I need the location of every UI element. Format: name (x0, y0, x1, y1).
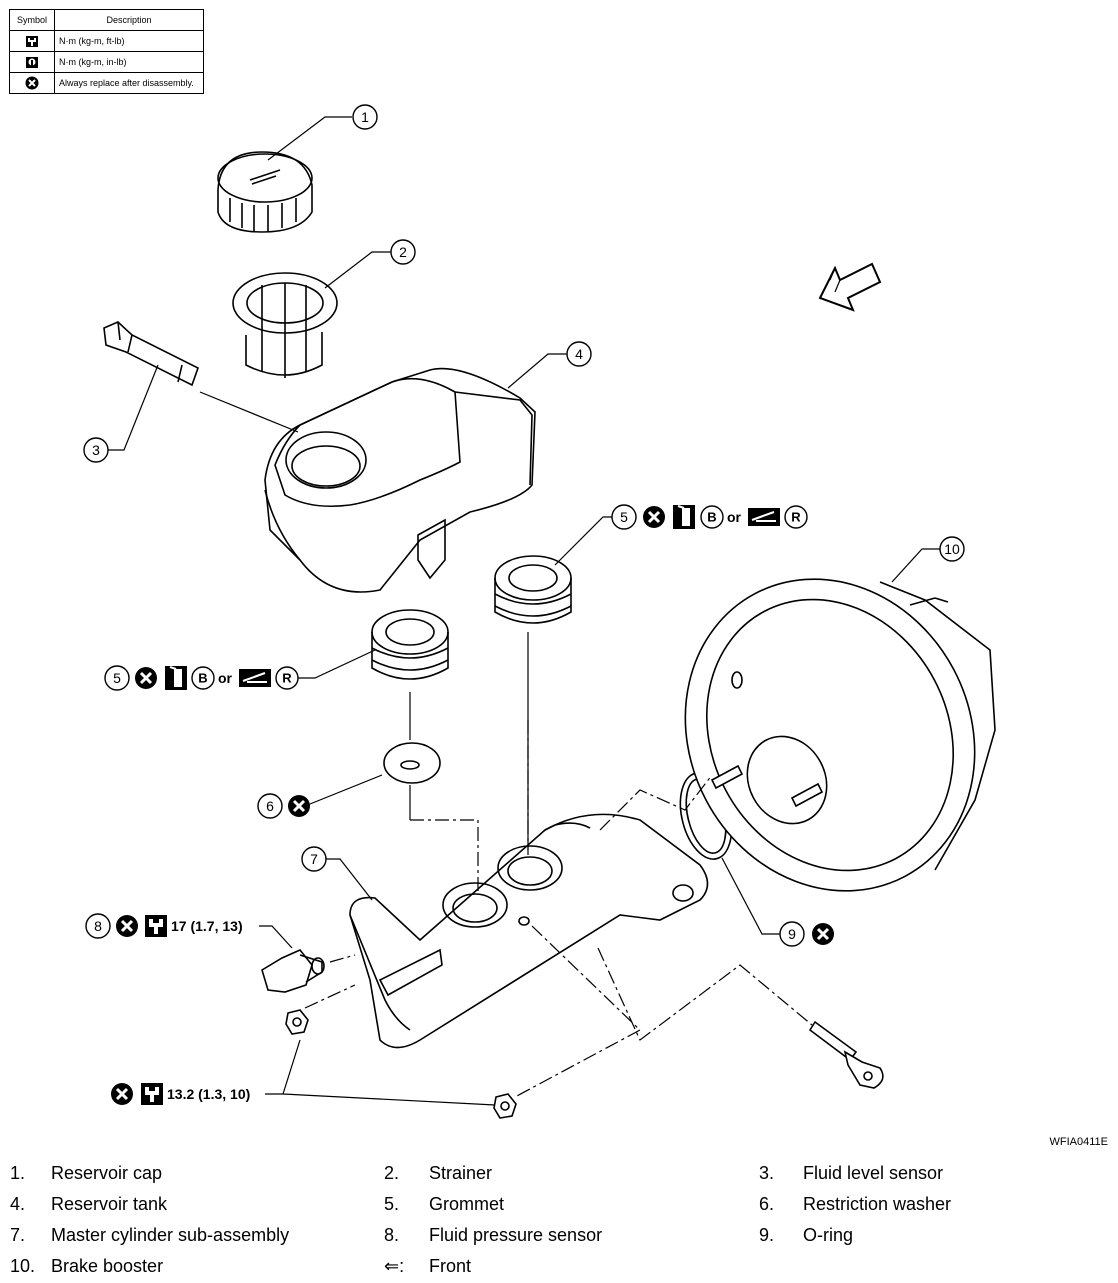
part-name: Strainer (429, 1163, 493, 1183)
part-name: Master cylinder sub-assembly (51, 1225, 290, 1245)
or-label: or (218, 670, 233, 686)
fluid-level-sensor (103, 321, 199, 387)
svg-text:2: 2 (399, 244, 407, 260)
replace-x-icon (25, 76, 39, 90)
replace-x-icon (109, 1081, 135, 1107)
part-name: O-ring (803, 1225, 854, 1245)
svg-text:9: 9 (788, 926, 796, 942)
svg-text:4: 4 (575, 346, 583, 362)
rubber-grease-icon (747, 507, 781, 527)
front-arrow-label: ⇐: (384, 1256, 405, 1276)
washer-symbols (286, 793, 312, 819)
grease-icon (164, 665, 188, 691)
grease-type-r-label: R (791, 510, 801, 525)
callout-3: 3 (83, 437, 109, 463)
replace-x-icon (810, 921, 836, 947)
sensor-symbols: 17 (1.7, 13) (114, 913, 243, 939)
callout-5-left: 5 (104, 665, 130, 691)
stud-bolt (808, 1020, 884, 1089)
part-number: 5. (384, 1194, 400, 1214)
callout-9: 9 (779, 921, 805, 947)
master-cylinder (349, 813, 709, 1049)
part-name: Reservoir tank (51, 1194, 168, 1214)
part-name: Fluid level sensor (803, 1163, 944, 1183)
part-number: 7. (10, 1225, 26, 1245)
mounting-nut-left (285, 1009, 309, 1035)
svg-text:1: 1 (361, 109, 369, 125)
callout-2: 2 (390, 239, 416, 265)
grease-type-b-label: B (707, 510, 716, 525)
nut-symbols: 13.2 (1.3, 10) (109, 1081, 250, 1107)
part-number: 6. (759, 1194, 775, 1214)
torque-wrench-icon (145, 915, 167, 937)
or-label: or (727, 509, 742, 525)
part-number: 3. (759, 1163, 775, 1183)
legend-header-row: Symbol Description (9, 9, 204, 31)
exploded-diagram: 1 2 3 4 5 5 6 7 8 9 10 (83, 104, 996, 1119)
grease-type-r-label: R (282, 671, 292, 686)
figure-id: WFIA0411E (1049, 1136, 1109, 1148)
sensor-torque-spec: 17 (1.7, 13) (171, 918, 243, 934)
callout-5-right: 5 (611, 504, 637, 530)
front-arrow-icon (818, 262, 882, 312)
strainer (232, 272, 338, 378)
legend-row: Always replace after disassembly. (9, 72, 204, 94)
callout-4: 4 (566, 341, 592, 367)
fluid-pressure-sensor (261, 949, 325, 993)
reservoir-cap (217, 151, 313, 233)
legend-description: Always replace after disassembly. (54, 72, 204, 94)
grease-icon (672, 504, 696, 530)
brake-booster (684, 578, 996, 892)
svg-text:7: 7 (310, 851, 318, 867)
svg-text:3: 3 (92, 442, 100, 458)
replace-x-icon (641, 504, 667, 530)
part-number: 1. (10, 1163, 26, 1183)
legend-row: N·m (kg-m, ft-lb) (9, 30, 204, 52)
svg-text:6: 6 (266, 798, 274, 814)
mounting-nut-right (493, 1093, 517, 1119)
grommet-right (494, 555, 572, 624)
torque-wrench-icon (26, 36, 38, 47)
replace-x-icon (114, 913, 140, 939)
callout-7: 7 (301, 846, 327, 872)
replace-x-icon (133, 665, 159, 691)
legend-row: N·m (kg-m, in-lb) (9, 51, 204, 73)
callout-6: 6 (257, 793, 283, 819)
grommet-left-symbols: B or R (133, 665, 299, 691)
svg-text:8: 8 (94, 918, 102, 934)
part-number: 4. (10, 1194, 26, 1214)
callout-8: 8 (85, 913, 111, 939)
part-name: Grommet (429, 1194, 505, 1214)
rubber-grease-icon (238, 668, 272, 688)
part-number: 8. (384, 1225, 400, 1245)
grease-type-b-label: B (198, 671, 207, 686)
grommet-right-symbols: B or R (641, 504, 808, 530)
part-name: Restriction washer (803, 1194, 952, 1214)
part-number: 2. (384, 1163, 400, 1183)
svg-text:5: 5 (620, 509, 628, 525)
callout-1: 1 (352, 104, 378, 130)
replace-x-icon (286, 793, 312, 819)
torque-wrench-small-icon (26, 57, 38, 68)
symbol-legend-table: Symbol Description N·m (kg-m, ft-lb) N·m… (9, 9, 204, 94)
part-name: Front (429, 1256, 472, 1276)
part-name: Brake booster (51, 1256, 164, 1276)
part-number: 10. (10, 1256, 36, 1276)
svg-text:5: 5 (113, 670, 121, 686)
grommet-left (371, 609, 449, 680)
part-name: Fluid pressure sensor (429, 1225, 603, 1245)
oring-symbols (810, 921, 836, 947)
restriction-washer (383, 742, 441, 784)
reservoir-tank (264, 367, 536, 593)
callout-10: 10 (939, 536, 965, 562)
part-name: Reservoir cap (51, 1163, 163, 1183)
part-number: 9. (759, 1225, 775, 1245)
torque-wrench-icon (141, 1083, 163, 1105)
nut-torque-spec: 13.2 (1.3, 10) (167, 1086, 250, 1102)
svg-text:10: 10 (944, 541, 960, 557)
